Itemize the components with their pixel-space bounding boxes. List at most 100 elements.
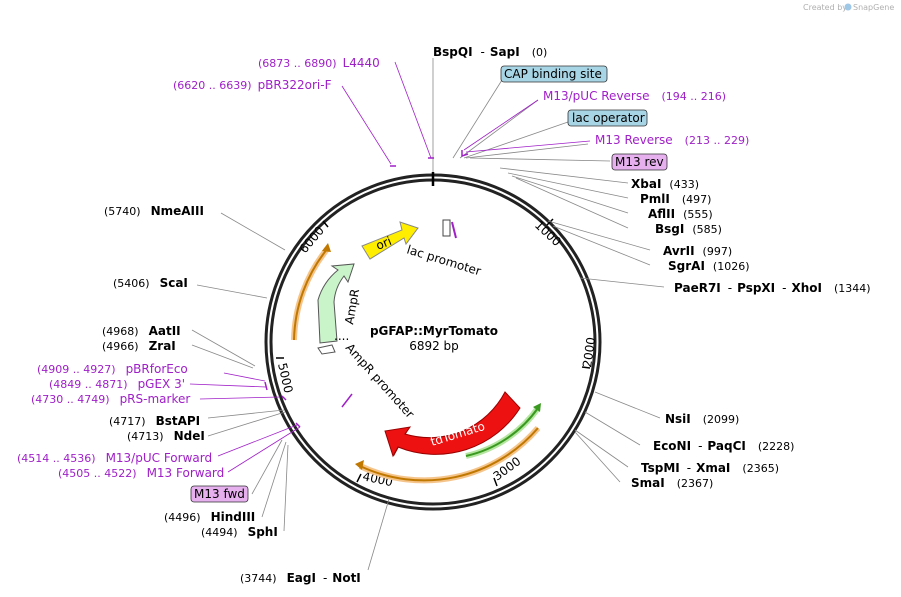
feature-arc-green-core — [465, 407, 539, 457]
site-paer7i-pspxi-xhoi[interactable]: PaeR7I-PspXI-XhoI(1344) — [674, 281, 871, 295]
cap-binding-site-box[interactable] — [500, 65, 608, 83]
leader-xmai — [574, 429, 629, 468]
leader-lines-left — [191, 212, 289, 532]
primer-leader-m13puc-fwd — [217, 424, 298, 457]
primer-pbrforeco[interactable]: (4909 .. 4927)pBRforEco — [37, 362, 188, 376]
primer-pbr322ori-f[interactable]: (6620 .. 6639)pBR322ori-F — [173, 78, 332, 92]
primer-leader-pgex — [189, 383, 267, 388]
ampr-promoter-mark — [341, 393, 353, 408]
primer-pgex-3[interactable]: (4849 .. 4871)pGEX 3' — [49, 377, 185, 391]
ampr-dots: .... — [334, 329, 349, 343]
site-bspqi-sapi[interactable]: BspQI-SapI(0) — [433, 45, 547, 59]
tick-marks — [276, 218, 591, 487]
snapgene-brand: SnapGene — [853, 3, 894, 12]
site-ndei[interactable]: (4713)NdeI — [127, 429, 205, 443]
primer-leader-pbrforeco — [223, 372, 266, 382]
site-smai[interactable]: SmaI(2367) — [631, 476, 713, 490]
ampr-small-arrow — [317, 344, 336, 355]
site-zrai[interactable]: (4966)ZraI — [102, 339, 176, 353]
leader-smai — [574, 431, 621, 483]
leader-zrai — [191, 344, 254, 369]
leader-econi — [584, 411, 641, 446]
leader-m13puc — [459, 99, 539, 159]
leader-pmli — [507, 172, 629, 199]
site-nmeaiii[interactable]: (5740)NmeAIII — [104, 204, 204, 218]
lac-primer-mark — [451, 221, 457, 239]
site-sgrai[interactable]: SgrAI(1026) — [668, 259, 749, 273]
tick-6000 — [322, 220, 329, 228]
primer-m13-reverse[interactable]: M13 Reverse(213 .. 229) — [595, 133, 749, 147]
lac-operator-box[interactable] — [567, 109, 648, 127]
lac-operator-label: lac operator — [572, 111, 645, 125]
site-pmli[interactable]: PmlI(497) — [640, 192, 711, 206]
site-econi-paqci[interactable]: EcoNI-PaqCI(2228) — [653, 439, 794, 453]
site-aflii[interactable]: AflII(555) — [648, 207, 713, 221]
m13-rev-box[interactable] — [611, 153, 668, 171]
leader-m13revbox — [469, 157, 611, 162]
primer-prs-marker[interactable]: (4730 .. 4749)pRS-marker — [31, 392, 190, 406]
arc-arrowhead-bottom — [355, 460, 364, 470]
site-aatii[interactable]: (4968)AatII — [102, 324, 181, 338]
primer-leader-pbr322 — [341, 85, 392, 165]
primer-ticks-left — [264, 381, 301, 428]
ampr-label: AmpR — [342, 288, 362, 326]
ori-feature[interactable] — [361, 221, 419, 260]
tick-label-2000: 2000 — [580, 336, 598, 368]
feature-arc-orange-bottom-core — [359, 427, 539, 482]
site-xbai[interactable]: XbaI(433) — [631, 177, 699, 191]
lac-promoter-label: lac promoter — [405, 242, 483, 278]
primer-leaders — [189, 61, 591, 473]
snapgene-logo-icon — [844, 3, 852, 11]
site-bsgi[interactable]: BsgI(585) — [655, 222, 722, 236]
tick-3000 — [493, 477, 498, 487]
site-avrii[interactable]: AvrII(997) — [663, 244, 732, 258]
created-by-text: Created by — [803, 3, 847, 12]
site-tspmi-xmai[interactable]: TspMI-XmaI(2365) — [641, 461, 779, 475]
primer-leader-l4440 — [394, 61, 432, 159]
leader-bstapi — [207, 409, 285, 419]
plasmid-name: pGFAP::MyrTomato — [370, 324, 498, 338]
leader-hindiii — [261, 441, 287, 518]
primer-leader-m13puc — [463, 99, 539, 151]
plasmid-size: 6892 bp — [409, 339, 459, 353]
leader-sphi — [283, 444, 289, 532]
site-bstapi[interactable]: (4717)BstAPI — [109, 414, 200, 428]
leader-scai — [196, 284, 268, 299]
leader-nmeaiii — [220, 212, 286, 251]
leader-ndei — [207, 411, 286, 437]
primer-l4440[interactable]: (6873 .. 6890)L4440 — [258, 56, 380, 70]
m13-rev-label: M13 rev — [615, 155, 664, 169]
leader-m13rev — [465, 143, 589, 159]
primer-m13-forward[interactable]: (4505 .. 4522)M13 Forward — [58, 466, 224, 480]
primer-leader-m13fwd — [227, 426, 301, 473]
m13-fwd-box[interactable] — [190, 485, 249, 503]
lac-promoter-feature[interactable] — [442, 219, 451, 237]
feature-arc-orange-left-core — [293, 247, 329, 341]
leader-xbai — [499, 167, 629, 184]
site-sphi[interactable]: (4494)SphI — [201, 525, 278, 539]
arc-arrowhead-left — [322, 243, 331, 252]
leader-bsgi — [515, 177, 629, 229]
primer-m13-puc-forward[interactable]: (4514 .. 4536)M13/pUC Forward — [17, 451, 212, 465]
primer-ticks-top — [390, 150, 469, 167]
site-scai[interactable]: (5406)ScaI — [113, 276, 188, 290]
ampr-feature[interactable] — [317, 263, 355, 344]
primer-leader-prs — [199, 396, 281, 400]
site-hindiii[interactable]: (4496)HindIII — [164, 510, 255, 524]
leader-nsii — [594, 391, 661, 419]
site-eagi-noti[interactable]: (3744)EagI-NotI — [240, 571, 361, 585]
tick-4000 — [356, 473, 362, 483]
tick-1000 — [546, 218, 554, 226]
tick-label-1000: 1000 — [532, 218, 564, 249]
primer-m13-puc-reverse[interactable]: M13/pUC Reverse(194 .. 216) — [543, 89, 726, 103]
ampr-promoter-label: AmpR promoter — [343, 341, 417, 421]
leader-lacop — [463, 121, 569, 159]
tick-2000 — [581, 366, 591, 369]
leader-avrii — [547, 220, 651, 251]
site-nsii[interactable]: NsiI(2099) — [665, 412, 739, 426]
leader-lines — [367, 58, 665, 571]
primer-leader-m13rev — [465, 140, 591, 153]
tdtomato-arrow[interactable] — [384, 391, 521, 458]
m13-fwd-label: M13 fwd — [194, 487, 245, 501]
cap-binding-site-label: CAP binding site — [504, 67, 602, 81]
